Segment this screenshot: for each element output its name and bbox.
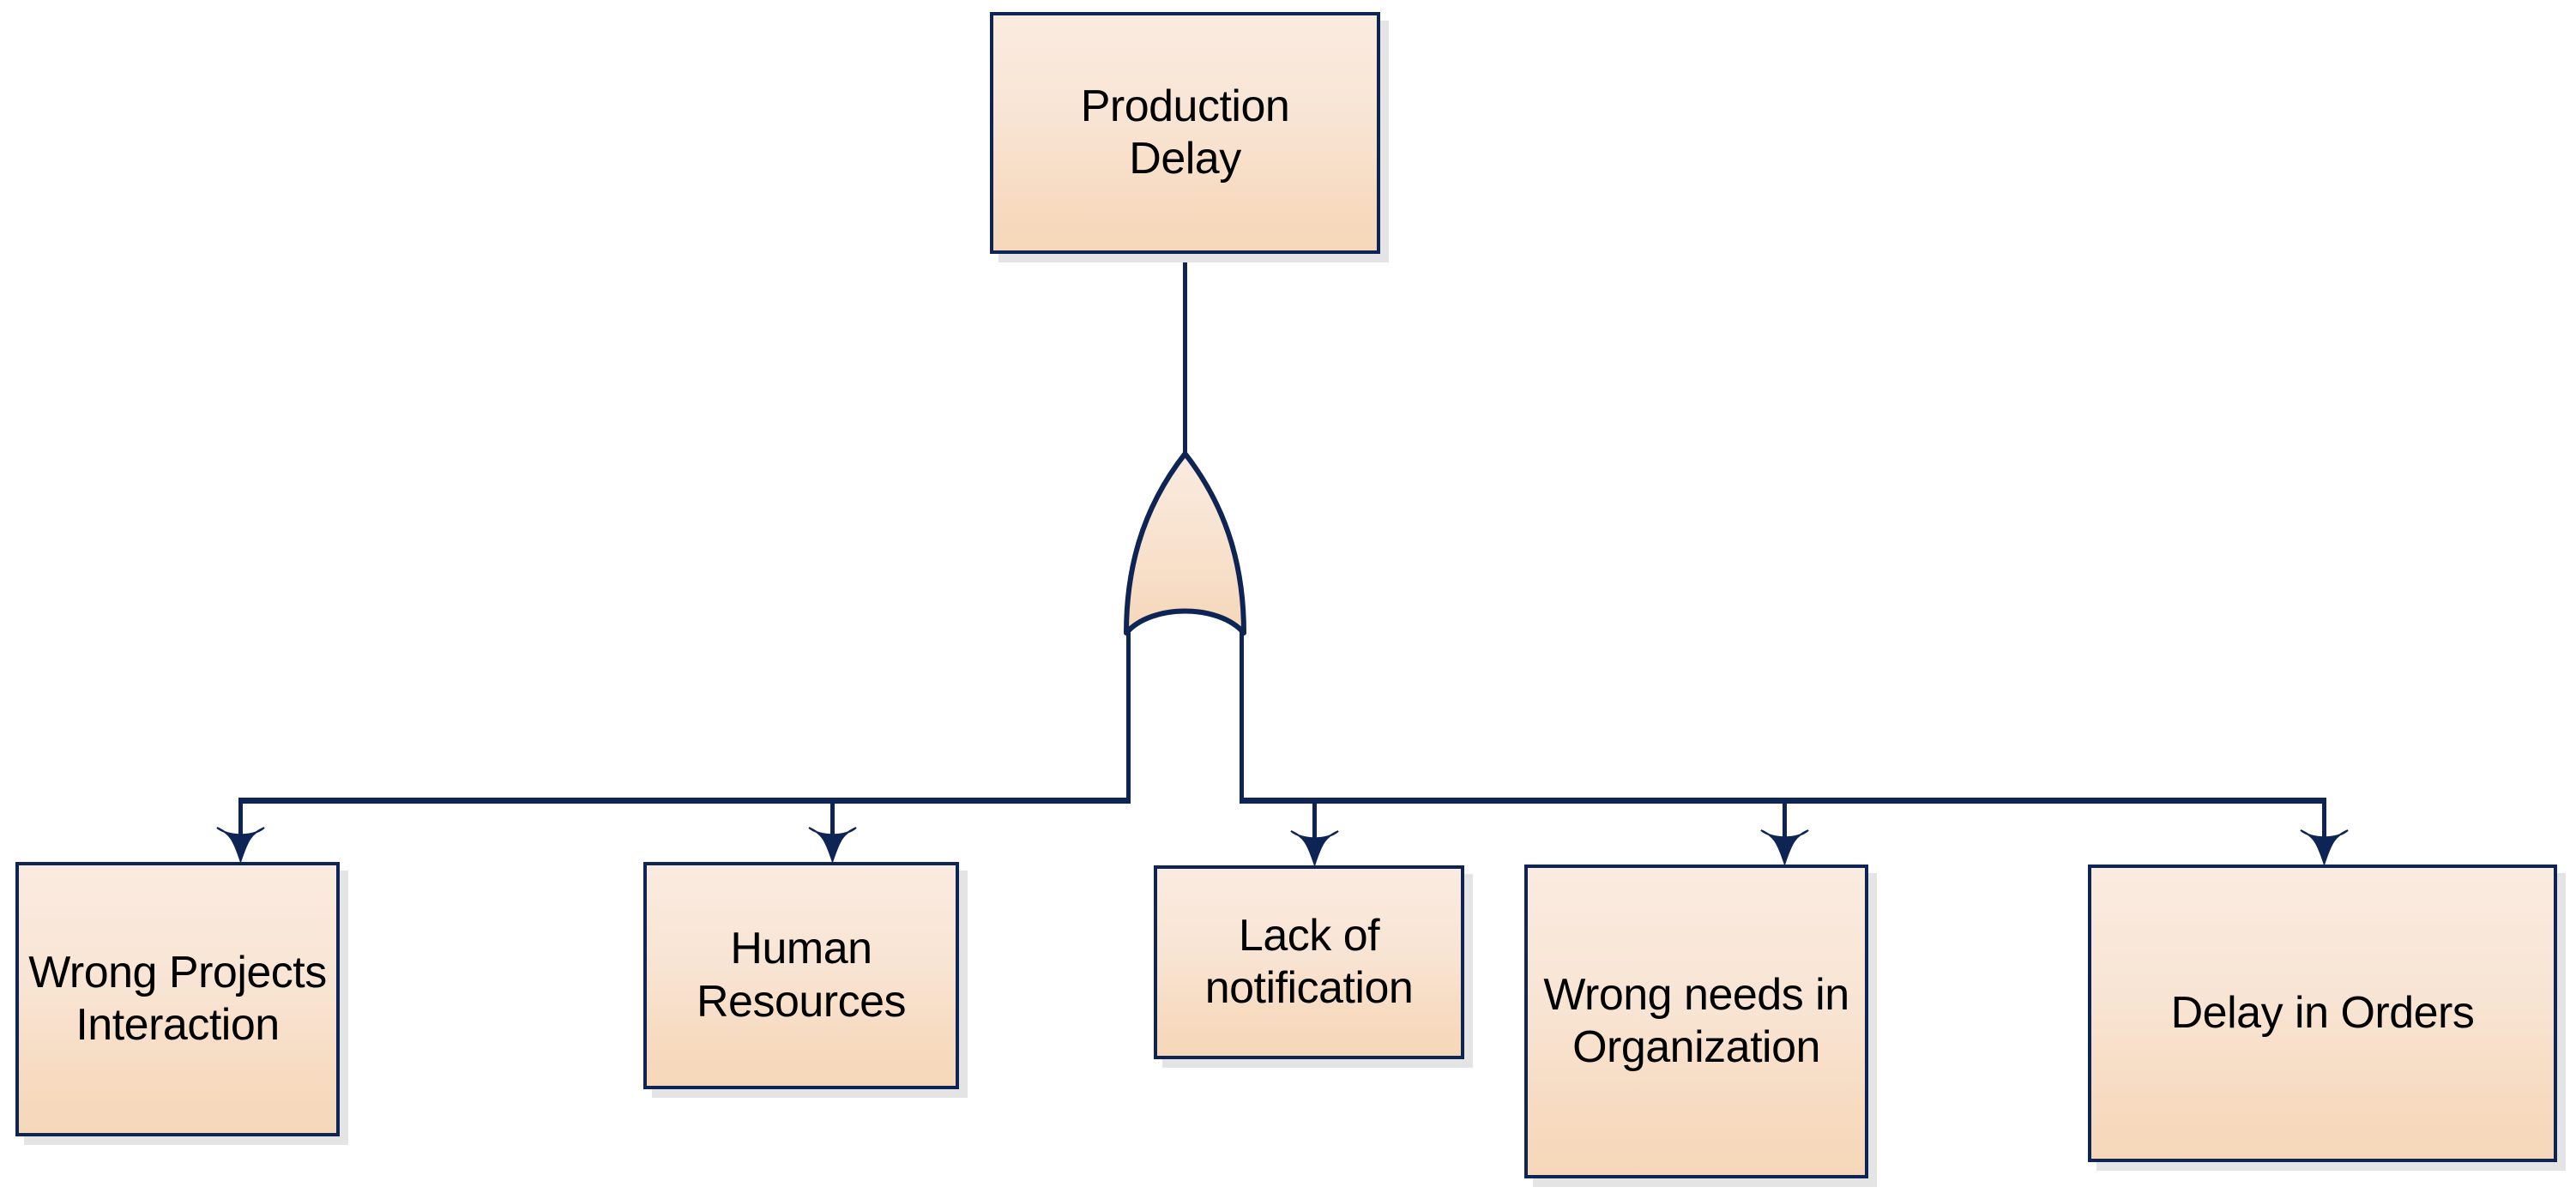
connector-branch-lack-of-notification <box>1290 800 1339 868</box>
connector-branch-wrong-needs-in-organization <box>1760 800 1809 867</box>
or-gate-shape <box>1124 451 1246 636</box>
basic-event-label: Lack of notification <box>1204 910 1414 1013</box>
basic-event-label: Human Resources <box>696 924 907 1027</box>
basic-event-lack-of-notification[interactable]: Lack of notification <box>1154 865 1464 1059</box>
basic-event-wrong-needs-in-organization[interactable]: Wrong needs in Organization <box>1524 865 1868 1178</box>
top-event-label: Production Delay <box>1080 81 1290 184</box>
basic-event-delay-in-orders[interactable]: Delay in Orders <box>2088 865 2557 1162</box>
basic-event-label: Wrong Projects Interaction <box>28 947 327 1050</box>
connector-branch-human-resources <box>808 800 857 865</box>
basic-event-label: Delay in Orders <box>2170 987 2475 1038</box>
top-event-production-delay[interactable]: Production Delay <box>990 12 1380 254</box>
basic-event-label: Wrong needs in Organization <box>1543 969 1849 1072</box>
basic-event-human-resources[interactable]: Human Resources <box>643 862 959 1089</box>
connector-branch-wrong-projects-interaction <box>216 800 265 865</box>
connector-branch-delay-in-orders <box>2300 800 2349 867</box>
basic-event-wrong-projects-interaction[interactable]: Wrong Projects Interaction <box>15 862 340 1136</box>
